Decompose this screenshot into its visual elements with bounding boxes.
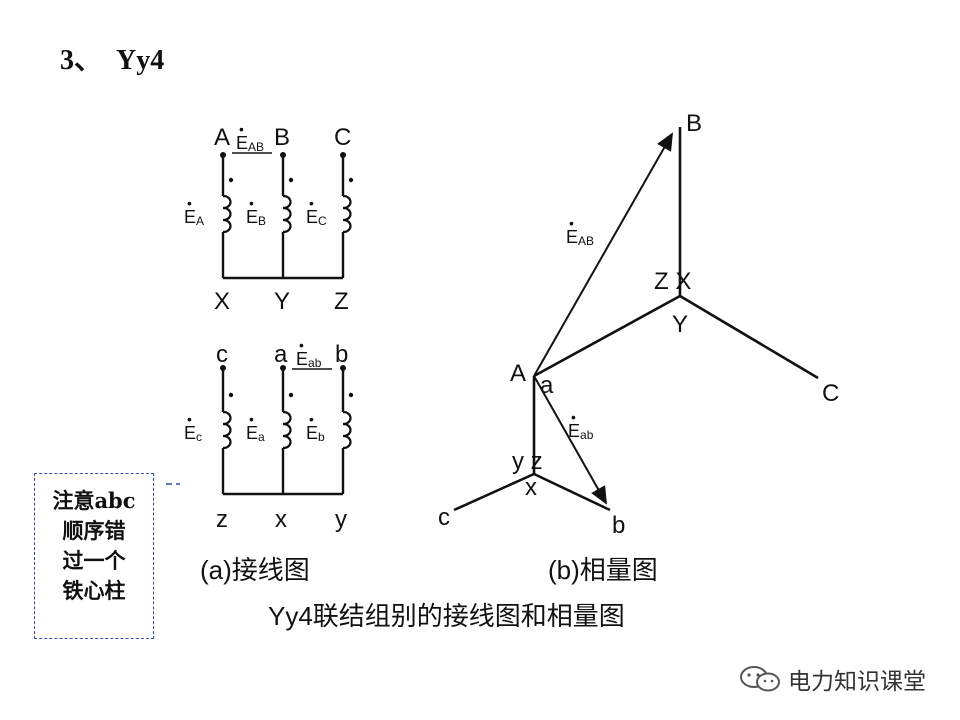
emf-letter: E: [306, 423, 319, 443]
emf-c-label: •Ec: [184, 411, 203, 444]
terminal-B: B: [274, 124, 291, 151]
emf-B-label: •EB: [246, 195, 267, 228]
terminal-c: c: [216, 341, 228, 368]
wechat-icon: [740, 666, 780, 692]
note-box: 注意abc 顺序错 过一个 铁心柱: [34, 473, 154, 639]
phasor-label-ZX: Z X: [654, 268, 692, 295]
emf-sub: AB: [578, 234, 595, 248]
emf-sub: a: [258, 430, 265, 444]
emf-A-label: •EA: [184, 195, 205, 228]
phasor-label-A: A: [510, 360, 527, 387]
emf-b-label: •Eb: [306, 411, 325, 444]
phasor-emf-ab: •Eab: [568, 409, 594, 442]
emf-sub: c: [196, 430, 203, 444]
terminal-C: C: [334, 124, 352, 151]
note-line: 铁心柱: [62, 578, 126, 603]
emf-sub: B: [258, 214, 267, 228]
end-X: X: [214, 288, 231, 315]
end-x: x: [275, 506, 287, 533]
note-line: 顺序错: [62, 518, 126, 543]
terminal-A: A: [214, 124, 231, 151]
phasor-label-b: b: [612, 512, 626, 539]
emf-sub: C: [318, 214, 327, 228]
figure-caption: Yy4联结组别的接线图和相量图: [268, 601, 625, 631]
phasor-label-Y: Y: [672, 311, 689, 338]
emf-sub: A: [196, 214, 205, 228]
emf-letter: E: [246, 207, 259, 227]
emf-letter: E: [566, 227, 579, 247]
slide-title: 3、 Yy4: [56, 38, 164, 78]
emf-letter: E: [184, 423, 197, 443]
emf-letter: E: [236, 133, 249, 153]
emf-sub: AB: [248, 140, 265, 154]
emf-letter: E: [568, 421, 581, 441]
emf-sub: ab: [580, 428, 594, 442]
end-y: y: [335, 506, 347, 533]
end-Z: Z: [334, 288, 349, 315]
end-Y: Y: [274, 288, 291, 315]
watermark: 电力知识课堂: [738, 662, 926, 696]
caption-phasor: (b)相量图: [548, 555, 658, 585]
emf-letter: E: [184, 207, 197, 227]
emf-ab-label: •Eab: [296, 337, 322, 370]
emf-AB-label: •EAB: [236, 121, 265, 154]
phasor-label-C: C: [822, 380, 840, 407]
title-number: 3、: [60, 45, 103, 76]
emf-letter: E: [246, 423, 259, 443]
phasor-diagram: [453, 127, 819, 512]
note-line: 注意abc: [52, 488, 136, 513]
caption-wiring: (a)接线图: [200, 555, 310, 585]
end-z: z: [216, 506, 228, 533]
note-line: 过一个: [62, 548, 126, 573]
emf-letter: E: [296, 349, 309, 369]
emf-sub: ab: [308, 356, 322, 370]
secondary-wiring: [166, 365, 354, 496]
terminal-a: a: [274, 341, 288, 368]
emf-a-label: •Ea: [246, 411, 265, 444]
phasor-label-a: a: [540, 372, 554, 399]
emf-sub: b: [318, 430, 325, 444]
emf-letter: E: [306, 207, 319, 227]
phasor-label-B: B: [686, 110, 703, 137]
phasor-label-yz: y z: [512, 448, 543, 475]
phasor-label-c: c: [438, 504, 450, 531]
title-text: Yy4: [116, 45, 165, 76]
phasor-emf-AB: •EAB: [566, 215, 595, 248]
terminal-b: b: [335, 341, 349, 368]
emf-C-label: •EC: [306, 195, 327, 228]
primary-wiring: [220, 152, 354, 280]
watermark-text: 电力知识课堂: [788, 669, 926, 695]
phasor-label-x: x: [525, 474, 537, 501]
